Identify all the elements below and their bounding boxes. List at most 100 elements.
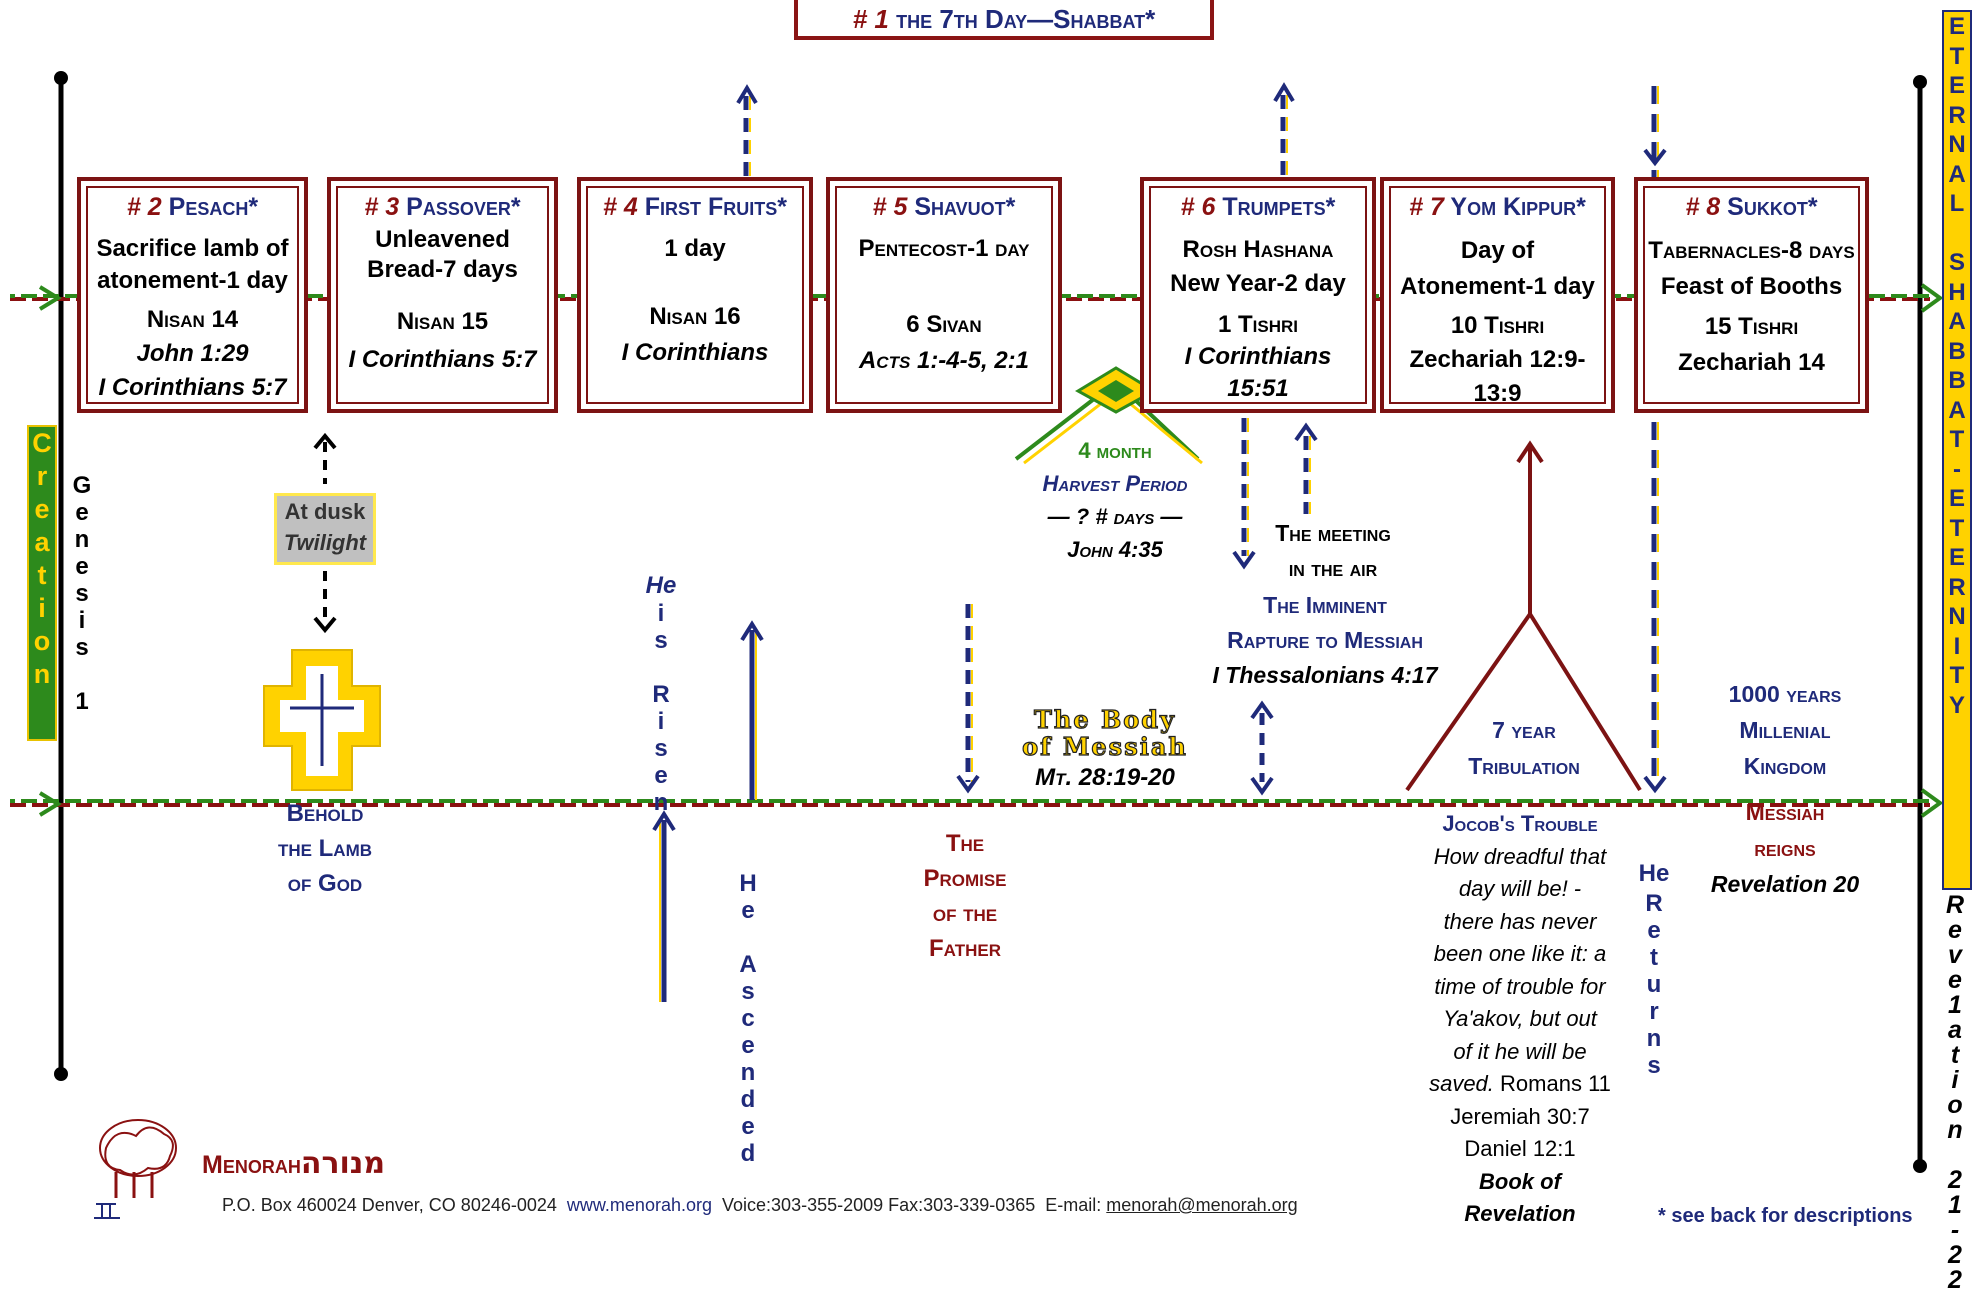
feast-card-yom-kippur: # 7 Yom Kippur* Day of Atonement-1 day 10… <box>1380 177 1615 413</box>
card-date: 6 Sivan <box>906 311 982 338</box>
promise-line: The <box>945 830 985 857</box>
harvest-period: Harvest Period <box>1042 471 1188 496</box>
footer-contact: P.O. Box 460024 Denver, CO 80246-0024 ww… <box>222 1195 1298 1216</box>
card-reference: I Corinthians <box>621 339 769 366</box>
rapture-line: Rapture to Messiah <box>1227 627 1423 653</box>
jacob-quote: there has never <box>1443 908 1597 934</box>
card-desc-line: Atonement-1 day <box>1400 273 1595 300</box>
promise-line: Father <box>929 935 1001 962</box>
promise-line: Promise <box>923 865 1007 892</box>
feast-card-pesach: # 2 Pesach* Sacrifice lamb of atonement-1… <box>77 177 308 413</box>
reigns-line: reigns <box>1754 835 1816 861</box>
card-reference: Acts 1:-4-5, 2:1 <box>858 347 1030 374</box>
title-banner: # 1 the 7th Day—Shabbat* <box>794 0 1214 40</box>
jacob-quote: been one like it: a <box>1433 941 1607 966</box>
rapture-line: The Imminent <box>1263 592 1387 618</box>
footer-phones: Voice:303-355-2009 Fax:303-339-0365 <box>722 1195 1036 1215</box>
card-name: Yom Kippur* <box>1450 193 1586 221</box>
harvest-reference: John 4:35 <box>1067 537 1163 562</box>
card-reference: I Corinthians 5:7 <box>348 346 537 373</box>
body-line: The Body <box>1033 705 1176 734</box>
card-desc-line: Day of <box>1460 237 1535 264</box>
millennial-kingdom-label: 1000 years Millenial Kingdom <box>1680 676 1890 784</box>
jacob-ref: Jeremiah 30:7 <box>1450 1103 1590 1129</box>
card-desc-line: Sacrifice lamb of <box>96 235 289 262</box>
jacob-quote: day will be! - <box>1458 876 1582 901</box>
meeting-line: in the air <box>1288 555 1378 581</box>
title-text: the 7th Day—Shabbat* <box>896 4 1156 34</box>
card-number: # 7 <box>1409 193 1444 221</box>
he-returns-word: He <box>1638 860 1670 887</box>
footer-address: P.O. Box 460024 Denver, CO 80246-0024 <box>222 1195 557 1215</box>
jacob-title: Jocob's Trouble <box>1442 811 1598 836</box>
card-reference: I Corinthians <box>1184 343 1332 370</box>
menorah-logo-icon <box>94 1119 177 1219</box>
behold-line: Behold <box>286 800 364 827</box>
card-date: 1 Tishri <box>1217 311 1298 338</box>
jacob-quote: time of trouble for <box>1434 973 1606 999</box>
promise-line: of the <box>932 900 998 927</box>
card-name: Pesach* <box>168 193 259 221</box>
twilight-label: Twilight <box>283 530 367 555</box>
body-reference: Mt. 28:19-20 <box>1035 764 1175 791</box>
footer-email-link[interactable]: menorah@menorah.org <box>1106 1195 1298 1215</box>
jacob-quote: How dreadful that <box>1433 843 1607 869</box>
card-reference: Zechariah 14 <box>1678 349 1825 376</box>
kingdom-reference: Revelation 20 <box>1710 871 1860 897</box>
kingdom-line: 1000 years <box>1728 681 1842 707</box>
card-number: # 5 <box>872 193 908 221</box>
messiah-reigns-label: Messiah reigns Revelation 20 <box>1680 794 1890 902</box>
harvest-label: 4 month Harvest Period — ? # days — John… <box>1000 434 1230 566</box>
jacob-book: Revelation <box>1464 1201 1576 1226</box>
card-reference: 13:9 <box>1473 380 1522 407</box>
card-date: 10 Tishri <box>1450 312 1545 339</box>
brand-hebrew: מנורה <box>300 1146 386 1181</box>
meeting-air-label: The meeting in the air <box>1248 516 1418 586</box>
card-name: First Fruits* <box>644 193 787 221</box>
tribulation-line: Tribulation <box>1468 753 1580 779</box>
card-desc-line: New Year-2 day <box>1170 270 1346 297</box>
card-number: # 3 <box>364 193 400 221</box>
footer-website-link[interactable]: www.menorah.org <box>566 1195 712 1215</box>
card-date: Nisan 15 <box>396 308 489 335</box>
tribulation-line: 7 year <box>1492 717 1556 743</box>
body-line: of Messiah <box>1022 732 1188 761</box>
harvest-days: — ? # days — <box>1047 504 1183 529</box>
rapture-reference: I Thessalonians 4:17 <box>1212 662 1438 688</box>
card-desc-line: atonement-1 day <box>97 267 288 294</box>
brand-name: Menorahמנורה <box>202 1146 385 1181</box>
card-reference: John 1:29 <box>136 340 249 367</box>
card-desc-line: Bread-7 days <box>367 256 518 283</box>
card-date: Nisan 16 <box>649 303 741 330</box>
jacob-book: Book of <box>1479 1168 1561 1194</box>
card-desc-line: Feast of Booths <box>1660 273 1843 300</box>
card-reference: 15:51 <box>1227 375 1289 402</box>
tribulation-label: 7 year Tribulation <box>1424 712 1624 784</box>
card-reference: Zechariah 12:9- <box>1409 346 1586 373</box>
card-date: 15 Tishri <box>1704 313 1799 340</box>
card-number: # 4 <box>603 193 638 221</box>
promise-father-label: The Promise of the Father <box>880 826 1050 966</box>
card-number: # 8 <box>1685 193 1721 221</box>
card-name: Passover* <box>406 193 521 221</box>
card-name: Trumpets* <box>1222 193 1336 221</box>
card-number: # 2 <box>126 193 162 221</box>
body-of-messiah-label: The Body of Messiah Mt. 28:19-20 <box>990 705 1220 791</box>
card-number: # 6 <box>1180 193 1216 221</box>
jacob-ref: Daniel 12:1 <box>1464 1136 1576 1161</box>
risen-word: He <box>645 572 677 599</box>
meeting-line: The meeting <box>1275 520 1391 546</box>
card-desc-line: Rosh Hashana <box>1182 236 1334 263</box>
card-name: Shavuot* <box>914 193 1016 221</box>
cross-icon <box>263 649 381 791</box>
